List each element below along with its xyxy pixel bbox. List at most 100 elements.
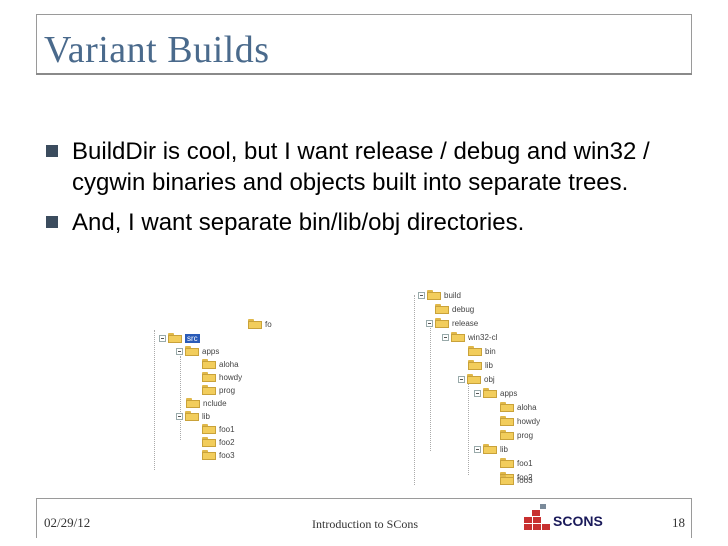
folder-icon — [202, 450, 216, 460]
tree-node-label: lib — [485, 360, 494, 370]
folder-icon — [202, 437, 216, 447]
tree-node[interactable]: lib — [468, 359, 493, 371]
scons-logo-text: SCONS — [553, 513, 603, 529]
tree-guide-line — [468, 375, 469, 475]
tree-node[interactable]: obj — [458, 373, 495, 385]
tree-node-label: aloha — [219, 359, 239, 369]
tree-node[interactable]: aloha — [500, 401, 537, 413]
slide-title: Variant Builds — [44, 29, 270, 71]
collapse-icon[interactable] — [159, 334, 166, 342]
tree-node-label: howdy — [219, 372, 243, 382]
folder-icon — [427, 290, 441, 300]
tree-node-label: foo2 — [219, 437, 235, 447]
folder-icon — [500, 430, 514, 440]
folder-icon — [500, 475, 514, 485]
tree-node-label: release — [452, 318, 479, 328]
folder-icon — [168, 333, 182, 343]
bullet-square-icon — [46, 216, 58, 228]
tree-node[interactable]: build — [418, 289, 461, 301]
folder-icon — [451, 332, 465, 342]
folder-icon — [202, 385, 216, 395]
tree-node-label: win32-cl — [468, 332, 498, 342]
bullet-text: BuildDir is cool, but I want release / d… — [72, 138, 650, 196]
tree-node[interactable]: nclude — [186, 397, 227, 409]
folder-icon — [202, 359, 216, 369]
bullet-square-icon — [46, 145, 58, 157]
folder-icon — [468, 360, 482, 370]
tree-node-label: aloha — [517, 402, 537, 412]
tree-node-label: debug — [452, 304, 475, 314]
folder-icon — [185, 346, 199, 356]
tree-node[interactable]: aloha — [202, 358, 239, 370]
right-tree-view: build debug release win32-cl bin lib obj… — [408, 285, 548, 485]
collapse-icon[interactable] — [474, 445, 481, 453]
collapse-icon[interactable] — [442, 333, 449, 341]
collapse-icon[interactable] — [176, 347, 183, 355]
folder-icon — [500, 416, 514, 426]
folder-icon — [500, 458, 514, 468]
bullet-list: BuildDir is cool, but I want release / d… — [46, 136, 686, 247]
tree-node[interactable]: howdy — [202, 371, 242, 383]
tree-node-label: nclude — [203, 398, 227, 408]
title-divider — [36, 73, 692, 75]
tree-guide-line — [430, 321, 431, 451]
tree-node[interactable]: win32-cl — [442, 331, 497, 343]
collapse-icon[interactable] — [176, 412, 183, 420]
folder-icon — [467, 374, 481, 384]
tree-node[interactable]: lib — [176, 410, 210, 422]
tree-node[interactable]: release — [426, 317, 478, 329]
tree-node: fo — [248, 318, 272, 330]
tree-node[interactable]: prog — [500, 429, 533, 441]
tree-node[interactable]: howdy — [500, 415, 540, 427]
tree-node-label: apps — [202, 346, 220, 356]
tree-node[interactable]: prog — [202, 384, 235, 396]
tree-node-label: foo1 — [517, 458, 533, 468]
folder-icon — [185, 411, 199, 421]
folder-icon — [435, 318, 449, 328]
tree-node[interactable]: foo1 — [202, 423, 235, 435]
tree-node[interactable]: apps — [176, 345, 219, 357]
tree-node-label: prog — [517, 430, 534, 440]
tree-node[interactable]: apps — [474, 387, 517, 399]
collapse-icon[interactable] — [458, 375, 465, 383]
tree-node-label: lib — [202, 411, 211, 421]
bullet-text: And, I want separate bin/lib/obj directo… — [72, 209, 525, 236]
footer-right-line — [691, 498, 692, 538]
tree-node[interactable]: foo3 — [202, 449, 235, 461]
folder-icon — [500, 402, 514, 412]
tree-node[interactable]: lib — [474, 443, 508, 455]
footer-left-line — [36, 498, 37, 538]
tree-node-label: howdy — [517, 416, 541, 426]
page-number: 18 — [672, 515, 685, 530]
tree-guide-line — [180, 356, 181, 440]
folder-icon — [435, 304, 449, 314]
footer-date: 02/29/12 — [44, 515, 91, 530]
tree-guide-line — [414, 295, 415, 485]
folder-icon — [468, 346, 482, 356]
tree-node[interactable]: bin — [468, 345, 496, 357]
tree-node[interactable]: foo1 — [500, 457, 533, 469]
folder-icon — [202, 424, 216, 434]
tree-node-label: lib — [500, 444, 509, 454]
tree-guide-line — [154, 330, 155, 470]
folder-icon — [186, 398, 200, 408]
collapse-icon[interactable] — [474, 389, 481, 397]
tree-node[interactable]: foo3 — [500, 474, 533, 486]
collapse-icon[interactable] — [418, 291, 425, 299]
scons-logo-icon — [524, 504, 550, 530]
collapse-icon[interactable] — [426, 319, 433, 327]
tree-node-label: foo2 — [517, 472, 533, 482]
bullet-item: And, I want separate bin/lib/obj directo… — [46, 207, 686, 238]
tree-node[interactable]: src — [159, 332, 200, 344]
folder-icon — [202, 372, 216, 382]
bullet-item: BuildDir is cool, but I want release / d… — [46, 136, 686, 198]
tree-node-label: foo1 — [219, 424, 235, 434]
tree-node[interactable]: debug — [435, 303, 474, 315]
frame-left-line — [36, 14, 37, 74]
left-tree-view: fo src apps aloha howdy prog nclude lib … — [150, 316, 280, 470]
tree-node-label: src — [185, 333, 200, 343]
tree-node[interactable]: foo2 — [202, 436, 235, 448]
tree-node-label: foo3 — [517, 475, 533, 485]
footer-divider — [36, 498, 692, 499]
tree-node-label: prog — [219, 385, 236, 395]
